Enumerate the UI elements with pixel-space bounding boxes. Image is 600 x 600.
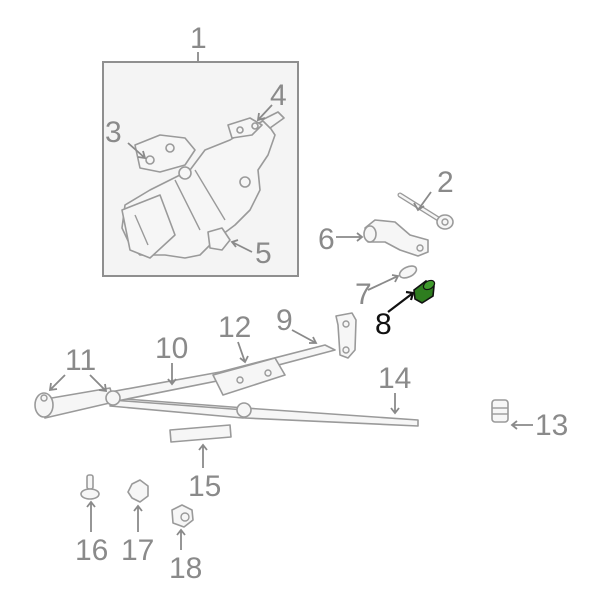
ball-joint-icon[interactable] bbox=[105, 390, 252, 418]
steering-gear-icon[interactable] bbox=[121, 111, 285, 259]
tie-rod-end-left-icon[interactable] bbox=[34, 392, 54, 418]
washer-icon[interactable] bbox=[398, 264, 419, 281]
hex-nut-icon[interactable] bbox=[127, 479, 149, 503]
highlighted-bushing-icon[interactable] bbox=[413, 279, 436, 304]
idler-arm-icon[interactable] bbox=[335, 312, 357, 359]
callout-13: 13 bbox=[535, 409, 568, 442]
callout-12: 12 bbox=[218, 311, 251, 344]
callout-5: 5 bbox=[255, 237, 272, 270]
callout-16: 16 bbox=[75, 534, 108, 567]
bolt-icon[interactable] bbox=[397, 192, 454, 230]
callout-6: 6 bbox=[318, 223, 335, 256]
center-link-icon[interactable] bbox=[111, 397, 419, 427]
pitman-arm-icon[interactable] bbox=[363, 219, 429, 257]
callout-9: 9 bbox=[276, 304, 293, 337]
leader-lines bbox=[48, 104, 533, 550]
callout-8: 8 bbox=[375, 308, 392, 341]
callout-10: 10 bbox=[155, 332, 188, 365]
steering-damper-icon[interactable] bbox=[169, 424, 232, 443]
callout-18: 18 bbox=[169, 552, 202, 585]
callout-labels: 1 2 3 4 5 6 7 8 9 10 11 12 13 14 15 16 1… bbox=[65, 22, 568, 585]
callout-3: 3 bbox=[105, 116, 122, 149]
lock-nut-icon[interactable] bbox=[171, 504, 194, 528]
callout-1: 1 bbox=[190, 22, 207, 55]
callout-7: 7 bbox=[355, 278, 372, 311]
callout-15: 15 bbox=[188, 470, 221, 503]
callout-2: 2 bbox=[437, 166, 454, 199]
callout-4: 4 bbox=[270, 79, 287, 112]
flange-bolt-icon[interactable] bbox=[80, 474, 100, 500]
idler-bushing-icon[interactable] bbox=[491, 399, 509, 423]
callout-14: 14 bbox=[378, 362, 411, 395]
adjuster-sleeve-icon[interactable] bbox=[212, 357, 286, 396]
callout-11: 11 bbox=[65, 344, 96, 377]
callout-17: 17 bbox=[121, 534, 154, 567]
